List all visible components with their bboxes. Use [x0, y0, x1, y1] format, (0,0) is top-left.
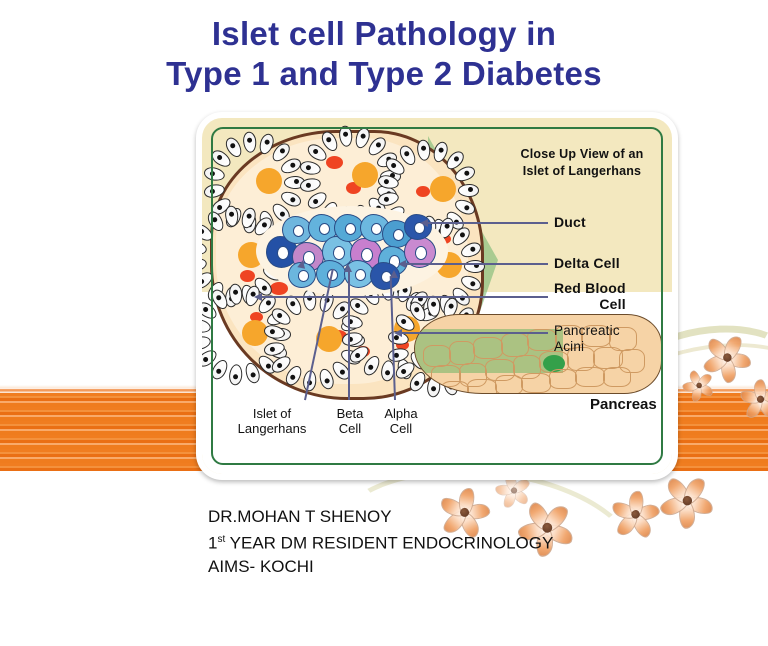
- legend-header-line-2: Islet of Langerhans: [522, 164, 642, 178]
- title-line-2: Type 1 and Type 2 Diabetes: [166, 55, 602, 92]
- diagram-card-inner: Pancreas Close Up View of an Islet of La…: [202, 118, 672, 474]
- duct-arrow-icon: [420, 219, 428, 227]
- beta-cell-leader-line: [348, 270, 350, 400]
- legend-header-line-1: Close Up View of an: [520, 147, 644, 161]
- beta-cell-label: Beta Cell: [322, 406, 378, 436]
- pancreatic-acini-arrow-icon: [394, 329, 402, 337]
- page-title: Islet cell Pathology in Type 1 and Type …: [0, 14, 768, 94]
- flower-icon: [676, 362, 722, 408]
- pancreas-label: Pancreas: [590, 396, 657, 413]
- pancreatic-acini-label-line-2: Acini: [554, 339, 585, 354]
- alpha-cell-label: Alpha Cell: [372, 406, 430, 436]
- alpha-cell-label-line-1: Alpha: [384, 406, 418, 421]
- islet-label-line-2: Langerhans: [237, 421, 307, 436]
- beta-cell: [334, 214, 364, 242]
- pancreatic-acini-label: Pancreatic Acini: [554, 323, 620, 355]
- presenter-name: DR.MOHAN T SHENOY: [208, 507, 392, 526]
- pancreas-body: [414, 314, 662, 394]
- alpha-cell: [404, 236, 436, 268]
- red-blood-cell-arrow-icon: [254, 293, 262, 301]
- legend-header: Close Up View of an Islet of Langerhans: [492, 146, 672, 180]
- islet-arrow-icon: [297, 259, 307, 269]
- red-blood-cell: [270, 282, 288, 295]
- beta-cell: [288, 262, 316, 288]
- presenter-institution: AIMS- KOCHI: [208, 556, 314, 576]
- pancreatic-acinus: [202, 130, 306, 234]
- role-rest: YEAR DM RESIDENT ENDOCRINOLOGY: [225, 533, 554, 553]
- delta-cell: [404, 214, 432, 240]
- diagram-card: Pancreas Close Up View of an Islet of La…: [196, 112, 678, 480]
- presenter-role: 1st YEAR DM RESIDENT ENDOCRINOLOGY: [208, 528, 553, 555]
- beta-cell-label-line-1: Beta: [336, 406, 364, 421]
- presenter-footer: DR.MOHAN T SHENOY 1st YEAR DM RESIDENT E…: [208, 505, 553, 578]
- delta-cell-label: Delta Cell: [554, 255, 620, 271]
- red-blood-cell: [240, 270, 255, 282]
- alpha-cell-arrow-icon: [390, 270, 398, 278]
- red-blood-cell: [416, 186, 430, 197]
- duct-leader-line: [424, 222, 548, 224]
- flower-icon: [732, 371, 768, 426]
- role-prefix: 1: [208, 533, 218, 553]
- red-blood-cell-label: Red Blood Cell: [554, 280, 626, 312]
- red-blood-cell-label-line-2: Cell: [599, 296, 626, 312]
- role-ordinal-suffix: st: [217, 534, 226, 545]
- pancreatic-acinus: [376, 138, 480, 242]
- delta-cell: [370, 262, 400, 290]
- islet-label-line-1: Islet of: [252, 406, 292, 421]
- flower-icon: [697, 327, 756, 386]
- duct-label: Duct: [554, 214, 586, 230]
- red-blood-cell: [326, 156, 343, 169]
- delta-cell-arrow-icon: [398, 260, 406, 268]
- pancreatic-acini-leader-line: [398, 332, 548, 334]
- delta-cell-leader-line: [402, 263, 548, 265]
- islet-of-langerhans: [256, 206, 448, 296]
- pancreas-organ-illustration: Pancreas: [414, 296, 664, 416]
- islet-of-langerhans-label: Islet of Langerhans: [216, 406, 328, 436]
- pancreatic-acini-label-line-1: Pancreatic: [554, 323, 620, 338]
- red-blood-cell-leader-line: [258, 296, 548, 298]
- beta-cell-label-line-2: Cell: [338, 421, 362, 436]
- flower-icon: [604, 483, 666, 545]
- red-blood-cell: [396, 340, 409, 350]
- title-line-1: Islet cell Pathology in: [211, 15, 557, 52]
- red-blood-cell-label-line-1: Red Blood: [554, 280, 626, 296]
- beta-cell: [360, 214, 390, 242]
- beta-cell-arrow-icon: [344, 264, 352, 272]
- red-blood-cell: [250, 312, 263, 322]
- alpha-cell-label-line-2: Cell: [389, 421, 413, 436]
